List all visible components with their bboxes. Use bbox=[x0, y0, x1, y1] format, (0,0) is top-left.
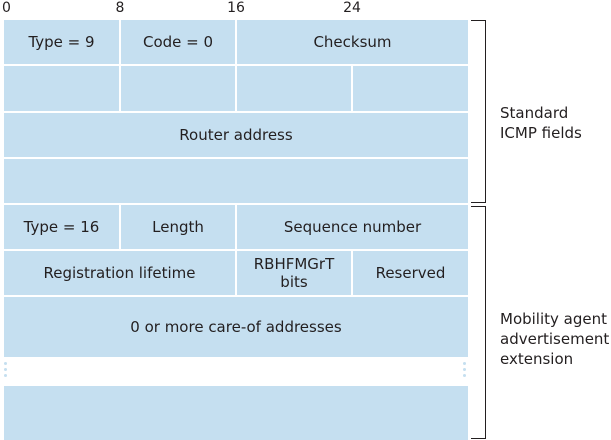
continuation-dots-right bbox=[462, 362, 466, 377]
type-16-field: Type = 16 bbox=[4, 205, 119, 249]
care-of-addresses-field: 0 or more care-of addresses bbox=[4, 297, 468, 357]
empty-field bbox=[4, 66, 119, 111]
reserved-field: Reserved bbox=[353, 251, 468, 295]
mobility-extension-bracket bbox=[471, 206, 486, 439]
bit-tick-16: 16 bbox=[227, 0, 245, 16]
standard-icmp-bracket bbox=[471, 20, 486, 203]
continuation-dots-left bbox=[3, 362, 7, 377]
bit-tick-24: 24 bbox=[343, 0, 361, 16]
registration-lifetime-field: Registration lifetime bbox=[4, 251, 235, 295]
empty-field bbox=[353, 66, 468, 111]
sequence-number-field: Sequence number bbox=[237, 205, 468, 249]
bit-tick-0: 0 bbox=[2, 0, 11, 16]
mobility-extension-label: Mobility agent advertisement extension bbox=[500, 310, 610, 368]
type-9-field: Type = 9 bbox=[4, 20, 119, 64]
empty-field bbox=[121, 66, 235, 111]
empty-field bbox=[4, 159, 468, 203]
router-address-field: Router address bbox=[4, 113, 468, 157]
code-0-field: Code = 0 bbox=[121, 20, 235, 64]
rbhfmgrt-bits-field: RBHFMGrT bits bbox=[237, 251, 351, 295]
length-field: Length bbox=[121, 205, 235, 249]
care-of-address-continuation-field bbox=[4, 386, 468, 440]
standard-icmp-label: Standard ICMP fields bbox=[500, 104, 582, 142]
checksum-field: Checksum bbox=[237, 20, 468, 64]
bit-tick-8: 8 bbox=[115, 0, 125, 16]
empty-field bbox=[237, 66, 351, 111]
